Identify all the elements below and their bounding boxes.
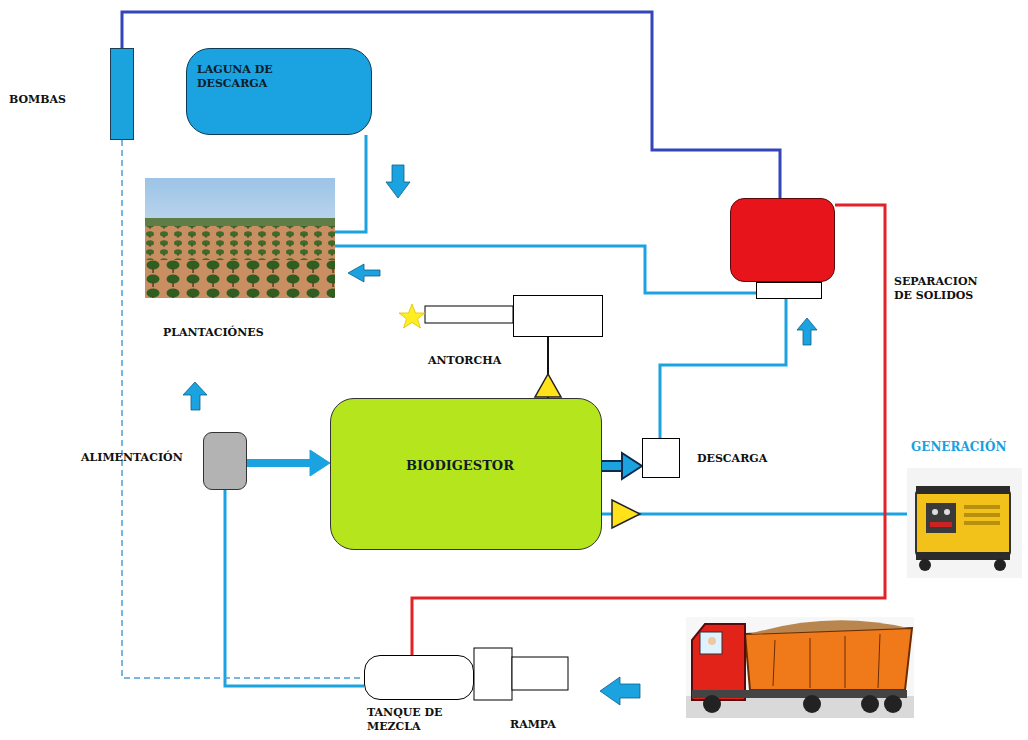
flow-connector xyxy=(335,246,762,293)
lagoon-box: LAGUNA DE DESCARGA xyxy=(186,48,372,135)
panel-knob xyxy=(944,509,950,515)
cab-window xyxy=(700,632,722,654)
driver xyxy=(708,637,716,645)
flow-arrow xyxy=(797,318,817,345)
wheel xyxy=(919,559,931,571)
flow-connector xyxy=(122,12,780,198)
gas-valve-symbol xyxy=(535,374,561,397)
flow-arrow xyxy=(600,677,640,705)
truck-load xyxy=(750,620,908,634)
far-trees xyxy=(145,218,335,226)
tree-rows xyxy=(145,260,335,298)
wheel xyxy=(861,695,879,713)
sky xyxy=(145,178,335,298)
node-label: PLANTACIÓNES xyxy=(163,326,264,340)
flow-connector xyxy=(602,514,907,515)
vent xyxy=(964,513,1000,517)
connector-outline xyxy=(602,460,623,472)
panel-switch xyxy=(930,522,952,527)
connector-line xyxy=(122,140,364,678)
wheel xyxy=(994,559,1006,571)
photo-ground xyxy=(686,617,914,718)
ramp-plate xyxy=(512,657,568,690)
truck-trailer xyxy=(745,628,912,690)
gas-valve-symbol xyxy=(612,500,640,528)
wheel xyxy=(703,695,721,713)
connector-line xyxy=(602,462,623,470)
node-text: BIODIGESTOR xyxy=(406,458,514,474)
panel-knob xyxy=(932,509,938,515)
flow-connector xyxy=(335,135,366,232)
vent xyxy=(964,521,1000,525)
vent xyxy=(964,505,1000,509)
wheel xyxy=(884,695,902,713)
connector-line xyxy=(660,282,786,438)
photo-ground xyxy=(907,468,1022,578)
node-label: ANTORCHA xyxy=(428,354,501,368)
torch-box: ANTORCHA xyxy=(513,295,603,337)
node-label: DESCARGA xyxy=(697,452,767,466)
node-label: TANQUE DE MEZCLA xyxy=(367,706,462,734)
node-label: ALIMENTACIÓN xyxy=(81,451,183,465)
mix-tank-box: TANQUE DE MEZCLA xyxy=(364,655,474,700)
truck-cab xyxy=(692,624,745,700)
connector-line xyxy=(602,513,907,516)
node-label: SEPARACION DE SOLIDOS xyxy=(894,275,994,303)
generator-node: GENERACIÓN xyxy=(907,468,1022,578)
tree-rows xyxy=(145,226,335,260)
flow-connector xyxy=(660,282,786,438)
ground xyxy=(145,218,335,298)
flow-arrow xyxy=(386,165,410,198)
node-text: LAGUNA DE DESCARGA xyxy=(197,63,307,91)
discharge-box: DESCARGA xyxy=(642,438,680,478)
trailer-rib xyxy=(773,640,775,686)
node-label: RAMPA xyxy=(510,718,556,732)
generator-picture xyxy=(907,468,1022,578)
flame-star xyxy=(399,304,425,328)
connector-line xyxy=(122,12,780,198)
connector-line xyxy=(335,135,366,232)
trailer-rib xyxy=(878,634,880,688)
connector-line xyxy=(335,246,762,293)
flow-connector xyxy=(247,450,330,476)
feed-box: ALIMENTACIÓN xyxy=(203,432,247,490)
wheel xyxy=(803,695,821,713)
plantation-photo xyxy=(145,178,335,298)
pump-box: BOMBAS xyxy=(110,48,134,140)
control-panel xyxy=(926,503,956,533)
separator-box: SEPARACION DE SOLIDOS xyxy=(730,198,835,282)
arrow-head xyxy=(622,453,642,479)
flow-connector xyxy=(602,453,642,479)
separator-outlet xyxy=(756,282,822,299)
connector-line xyxy=(247,459,311,467)
torch-pipe xyxy=(425,306,513,323)
flow-arrow xyxy=(183,382,207,410)
generator-frame xyxy=(916,486,1010,494)
node-label: BOMBAS xyxy=(9,93,66,107)
ramp-block xyxy=(474,648,512,700)
flow-arrow xyxy=(348,264,380,282)
node-label: GENERACIÓN xyxy=(911,440,1006,455)
generator-body xyxy=(916,490,1010,556)
ramp-node: RAMPA xyxy=(474,648,568,700)
digester-box: BIODIGESTOR xyxy=(330,398,602,550)
generator-frame xyxy=(916,552,1010,560)
trailer-rib xyxy=(810,638,811,688)
plantation-node: PLANTACIÓNES xyxy=(145,178,335,298)
arrow-head xyxy=(310,450,330,476)
flow-connector xyxy=(122,140,364,678)
trailer-rib xyxy=(845,636,846,688)
truck-picture xyxy=(686,617,914,718)
